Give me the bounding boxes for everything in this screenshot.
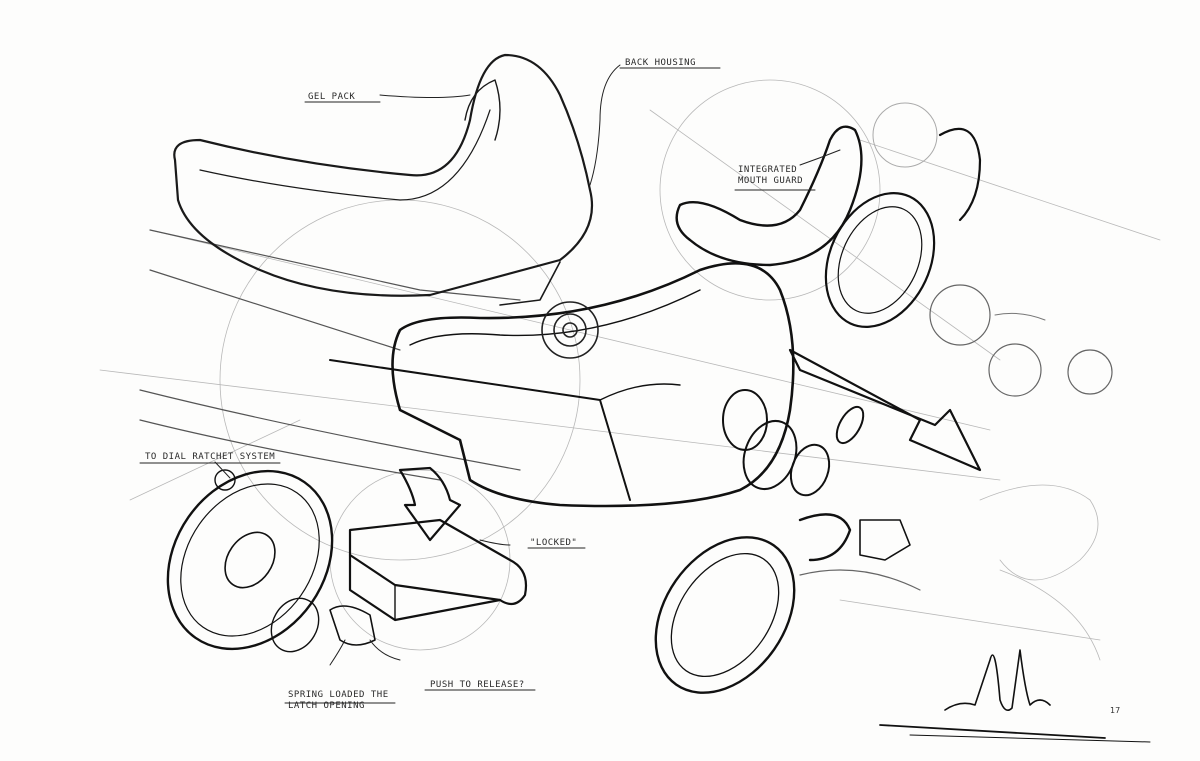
- annotation-integrated-mouth-guard: INTEGRATED MOUTH GUARD: [738, 165, 804, 186]
- construction-lines: [99, 79, 1161, 661]
- back-housing-shape: [329, 262, 795, 508]
- mouth-guard-shape: [675, 125, 863, 267]
- annotation-underlines: [139, 67, 816, 704]
- lens-rings: [824, 102, 1113, 397]
- annotation-back-housing: BACK HOUSING: [625, 58, 697, 68]
- lens-ring-bottom: [654, 513, 921, 694]
- annotation-dial-ratchet-system: TO DIAL RATCHET SYSTEM: [145, 452, 276, 462]
- gel-pack-shape: [173, 53, 594, 306]
- latch-clip: [329, 466, 528, 646]
- ratchet-gear: [541, 301, 599, 359]
- signature-year: 17: [1110, 706, 1121, 715]
- annotation-push-to-release: PUSH TO RELEASE?: [430, 680, 525, 690]
- annotation-gel-pack: GEL PACK: [308, 92, 356, 102]
- annotation-locked: "LOCKED": [530, 538, 578, 548]
- side-ports: [722, 389, 865, 497]
- dial-disc: [166, 469, 334, 653]
- release-arrow-right: [788, 348, 982, 472]
- strap-bands: [139, 229, 521, 481]
- leader-lines: [214, 64, 841, 666]
- annotation-spring-loaded-latch: SPRING LOADED THE LATCH OPENING: [288, 690, 389, 711]
- artist-signature: [879, 649, 1151, 743]
